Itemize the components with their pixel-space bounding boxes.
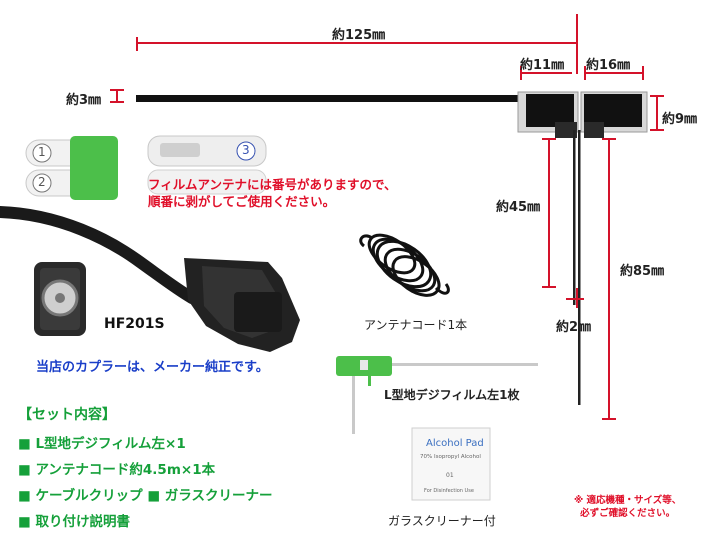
dim-total-width: 約125㎜ [332,28,386,43]
dim-thickness: 約3㎜ [66,93,102,108]
notice-line-2: 順番に剥がしてご使用ください。 [148,194,336,209]
set-contents-title: 【セット内容】 [18,407,116,423]
dim-right-element: 約16㎜ [586,58,631,73]
dim-left-element: 約11㎜ [520,58,565,73]
dim-lead-width: 約2㎜ [556,320,592,335]
film-number-1: 1 [38,145,46,159]
disclaimer: ※ 適応機種・サイズ等、 必ずご確認ください。 [574,494,681,520]
dim-right-height: 約9㎜ [662,112,698,127]
antenna-strip [136,95,536,102]
film-number-3: 3 [242,143,250,157]
alcohol-pad-foot: For Disinfection Use [424,488,474,494]
dim-left-lead: 約45㎜ [496,200,541,215]
l-film-sample [336,356,538,434]
alcohol-pad-mid: 01 [446,472,454,479]
notice-line-1: フィルムアンテナには番号がありますので、 [148,177,397,192]
set-item-2: ■ アンテナコード約4.5m×1本 [18,462,216,478]
antenna-element-left-tab [555,122,577,138]
set-contents: 【セット内容】 ■ L型地デジフィルム左×1 ■ アンテナコード約4.5m×1本… [18,404,273,530]
film-number-2: 2 [38,175,46,189]
film-sheet-green [70,136,118,200]
caption-cleaner: ガラスクリーナー付 [388,514,496,528]
disclaimer-line-1: ※ 適応機種・サイズ等、 [574,495,682,506]
set-item-1: ■ L型地デジフィルム左×1 [18,436,186,452]
antenna-lead-left [573,130,576,305]
connector-model: HF201S [104,316,165,332]
connector-face [34,262,86,336]
alcohol-pad-packet [411,427,491,501]
set-item-4: ■ 取り付け説明書 [18,514,130,530]
disclaimer-line-2: 必ずご確認ください。 [580,508,676,519]
alcohol-pad-sub: 70% Isopropyl Alcohol [420,454,481,460]
peel-order-notice: フィルムアンテナには番号がありますので、 順番に剥がしてご使用ください。 [148,176,397,210]
caption-cord: アンテナコード1本 [364,318,468,332]
connector-body [184,258,300,352]
set-item-3: ■ ケーブルクリップ ■ ガラスクリーナー [18,488,273,504]
antenna-element-right-tab [584,122,604,138]
dim-right-lead: 約85㎜ [620,264,665,279]
antenna-lead-right [578,130,581,405]
antenna-element-left [526,94,574,127]
caption-film: L型地デジフィルム左1枚 [384,388,520,402]
coax-cable [0,206,198,304]
antenna-element-right [584,94,642,127]
coupler-note: 当店のカプラーは、メーカー純正です。 [36,360,269,375]
cord-coil [359,233,450,297]
alcohol-pad-title: Alcohol Pad [426,438,484,449]
